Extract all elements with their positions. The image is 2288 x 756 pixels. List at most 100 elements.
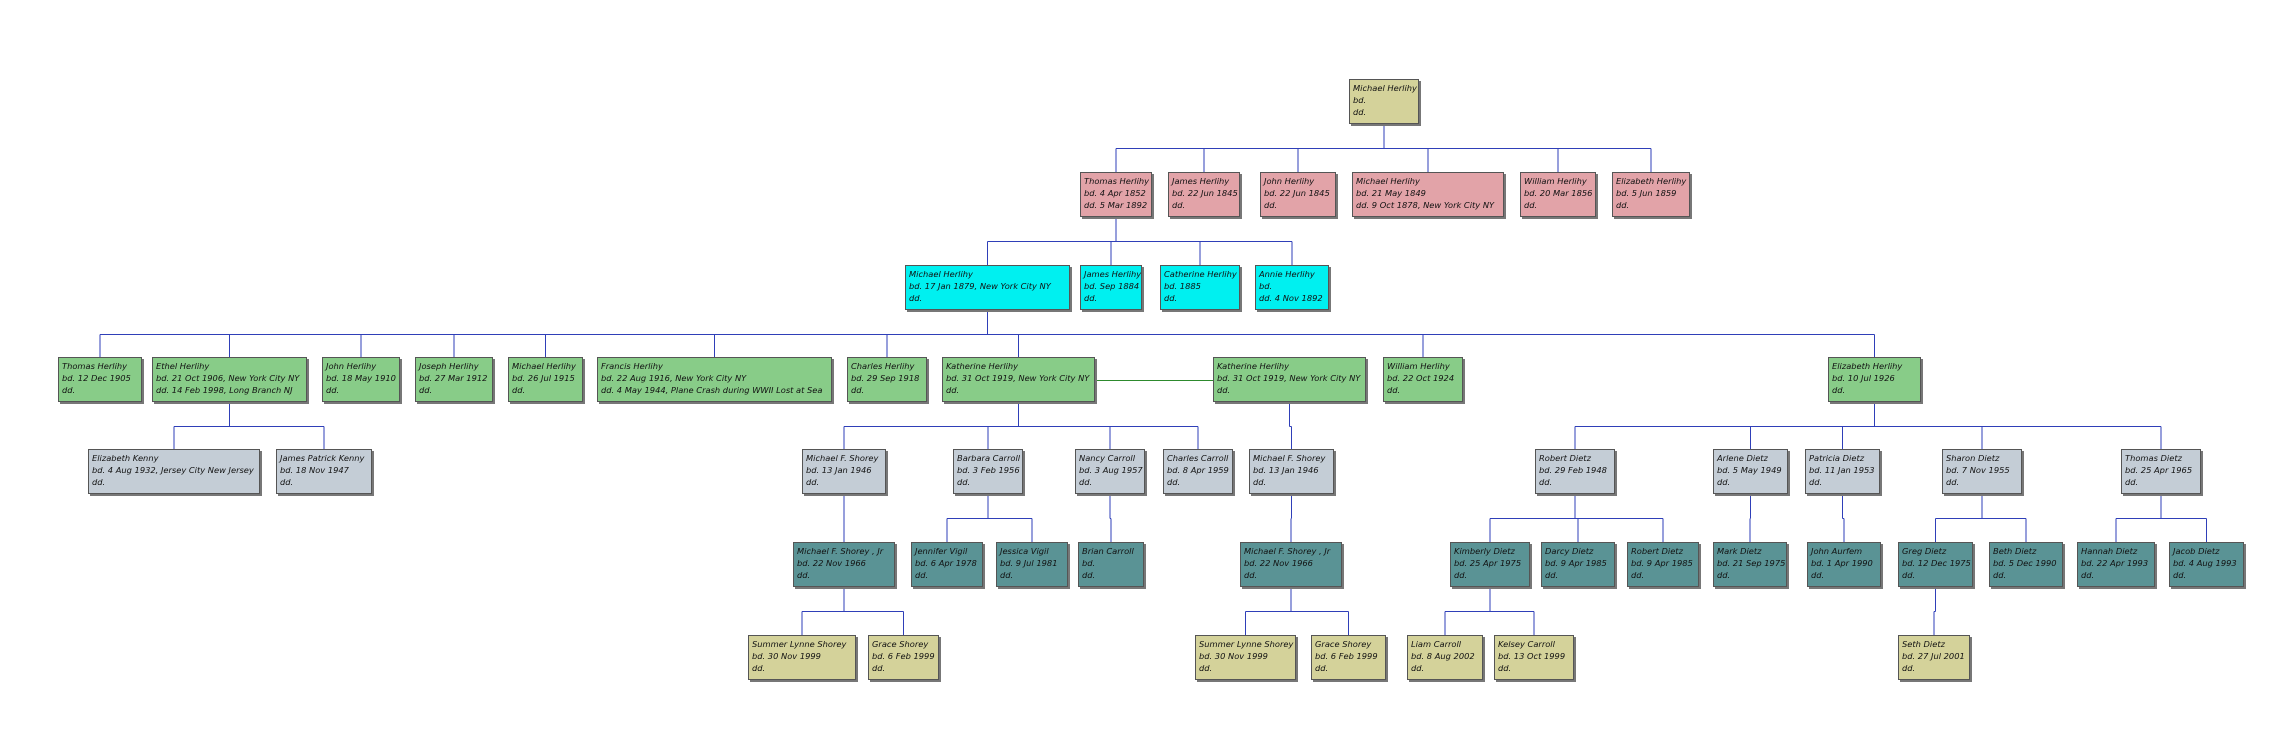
birth-date: bd. 5 Jun 1859 <box>1616 188 1677 198</box>
death-date: dd. <box>1717 570 1731 580</box>
death-date: dd. <box>2081 570 2095 580</box>
birth-date: bd. 11 Jan 1953 <box>1809 465 1875 475</box>
person-name: Jessica Vigil <box>1000 546 1049 556</box>
birth-date: bd. 26 Jul 1915 <box>512 373 575 383</box>
death-date: dd. 14 Feb 1998, Long Branch NJ <box>156 385 293 395</box>
person-name: James Herlihy <box>1172 176 1230 186</box>
person-name: Jacob Dietz <box>2173 546 2220 556</box>
person-name: Michael Herlihy <box>1356 176 1420 186</box>
person-name: Patricia Dietz <box>1809 453 1865 463</box>
person-name: Summer Lynne Shorey <box>1199 639 1294 649</box>
death-date: dd. <box>1717 477 1731 487</box>
death-date: dd. 5 Mar 1892 <box>1084 200 1148 210</box>
person-name: Francis Herlihy <box>601 361 663 371</box>
death-date: dd. <box>1498 663 1512 673</box>
death-date: dd. <box>1172 200 1186 210</box>
death-date: dd. <box>851 385 865 395</box>
birth-date: bd. 1885 <box>1164 281 1201 291</box>
death-date: dd. <box>2125 477 2139 487</box>
birth-date: bd. 13 Oct 1999 <box>1498 651 1566 661</box>
birth-date: bd. 22 Jun 1845 <box>1264 188 1330 198</box>
death-date: dd. <box>1253 477 1267 487</box>
birth-date: bd. 7 Nov 1955 <box>1946 465 2010 475</box>
birth-date: bd. 1 Apr 1990 <box>1811 558 1873 568</box>
person-name: Hannah Dietz <box>2081 546 2138 556</box>
person-name: Robert Dietz <box>1631 546 1683 556</box>
person-name: Michael F. Shorey <box>1253 453 1326 463</box>
death-date: dd. <box>1539 477 1553 487</box>
death-date: dd. <box>1545 570 1559 580</box>
birth-date: bd. 30 Nov 1999 <box>1199 651 1268 661</box>
death-date: dd. <box>1387 385 1401 395</box>
death-date: dd. <box>806 477 820 487</box>
birth-date: bd. 10 Jul 1926 <box>1832 373 1895 383</box>
birth-date: bd. 18 Nov 1947 <box>280 465 349 475</box>
person-name: Michael F. Shorey <box>806 453 879 463</box>
death-date: dd. <box>512 385 526 395</box>
death-date: dd. <box>1946 477 1960 487</box>
birth-date: bd. 20 Mar 1856 <box>1524 188 1593 198</box>
death-date: dd. <box>1217 385 1231 395</box>
person-name: Thomas Dietz <box>2125 453 2182 463</box>
birth-date: bd. 22 Nov 1966 <box>1244 558 1313 568</box>
death-date: dd. <box>1000 570 1014 580</box>
death-date: dd. <box>1084 293 1098 303</box>
